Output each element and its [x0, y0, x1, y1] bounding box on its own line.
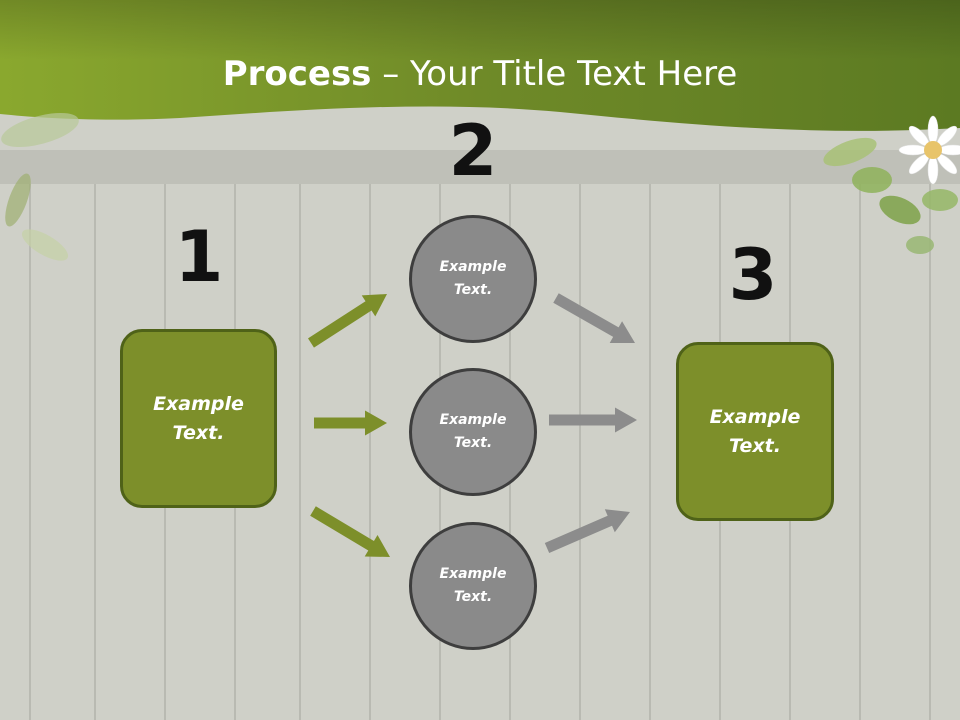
- step-number-3: 3: [728, 234, 778, 316]
- circle-top: Example Text.: [409, 215, 537, 343]
- arrow-left-to-middle: [314, 410, 387, 436]
- arrow-top-to-right: [553, 293, 635, 343]
- step-number-2: 2: [448, 110, 498, 192]
- step-number-1: 1: [174, 216, 224, 298]
- left-box-text: Example Text.: [153, 392, 244, 444]
- daisy-flower: [898, 115, 960, 185]
- title-bold: Process: [222, 54, 372, 94]
- right-box-text: Example Text.: [709, 405, 801, 457]
- circle-top-text: Example Text.: [439, 259, 507, 298]
- arrow-bottom-to-right: [544, 509, 631, 554]
- circle-middle: Example Text.: [409, 368, 537, 496]
- circle-bottom-text: Example Text.: [439, 566, 507, 605]
- leaf-decoration-left: [1, 112, 79, 261]
- arrow-left-to-bottom: [310, 506, 391, 557]
- leaf-decoration-right: [823, 137, 958, 254]
- arrow-middle-to-right: [549, 407, 637, 433]
- title-rest: – Your Title Text Here: [371, 54, 738, 94]
- circle-bottom: Example Text.: [409, 522, 537, 650]
- header-shade: [0, 0, 960, 60]
- arrow-left-to-top: [308, 293, 387, 348]
- fence-rail: [0, 150, 960, 184]
- right-step-box: Example Text.: [676, 342, 834, 521]
- left-step-box: Example Text.: [120, 329, 277, 508]
- slide-title: Process – Your Title Text Here: [0, 52, 960, 96]
- circle-middle-text: Example Text.: [439, 412, 507, 451]
